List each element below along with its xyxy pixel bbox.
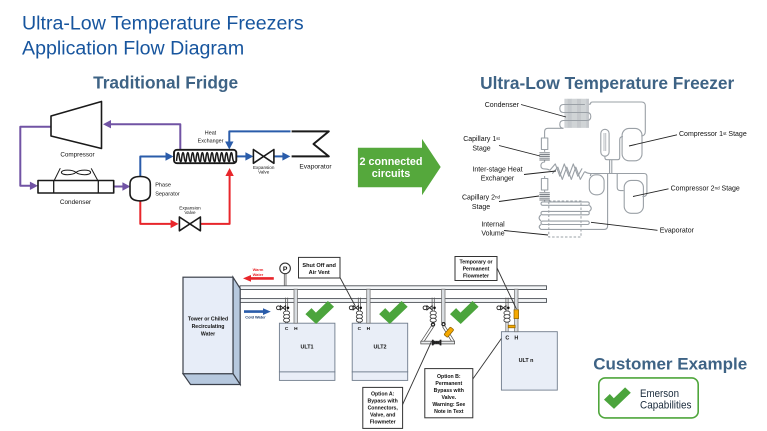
svg-text:Tower or Chilled: Tower or Chilled <box>188 317 228 323</box>
svg-text:H: H <box>514 336 518 342</box>
svg-text:ULT1: ULT1 <box>300 344 313 350</box>
svg-text:Option A:: Option A: <box>371 391 395 397</box>
svg-text:Warning: See: Warning: See <box>432 402 465 408</box>
svg-text:ULT n: ULT n <box>519 358 534 364</box>
svg-text:circuits: circuits <box>372 168 410 180</box>
svg-text:C: C <box>358 326 362 332</box>
svg-text:Bypass with: Bypass with <box>434 388 464 394</box>
svg-text:Evaporator: Evaporator <box>660 227 695 234</box>
svg-text:Condenser: Condenser <box>485 102 520 109</box>
svg-text:Ultra-Low Temperature Freezers: Ultra-Low Temperature Freezers <box>22 13 304 35</box>
svg-text:Capillary 1st: Capillary 1st <box>463 135 500 143</box>
svg-text:Permanent: Permanent <box>435 381 462 387</box>
svg-text:Evaporator: Evaporator <box>299 164 332 171</box>
svg-text:Shut Off and: Shut Off and <box>302 263 336 269</box>
svg-text:C: C <box>505 336 509 342</box>
svg-text:C: C <box>285 326 289 332</box>
svg-text:Temporary or: Temporary or <box>459 259 492 265</box>
svg-text:Application Flow Diagram: Application Flow Diagram <box>22 38 244 60</box>
svg-text:ULT2: ULT2 <box>373 344 386 350</box>
svg-text:Exchanger: Exchanger <box>481 176 515 183</box>
svg-text:Warm: Warm <box>253 267 264 272</box>
svg-text:2 connected: 2 connected <box>360 156 423 168</box>
svg-text:Valve, and: Valve, and <box>370 412 395 418</box>
svg-text:Recirculating: Recirculating <box>192 324 225 330</box>
svg-text:Phase: Phase <box>155 182 171 188</box>
svg-text:Bypass with: Bypass with <box>368 398 398 404</box>
svg-text:Stage: Stage <box>472 204 490 211</box>
svg-text:Water: Water <box>253 272 264 277</box>
svg-text:Volume: Volume <box>481 231 504 238</box>
svg-text:P: P <box>283 266 288 273</box>
svg-text:Valve: Valve <box>258 169 270 174</box>
svg-text:Stage: Stage <box>472 145 490 152</box>
svg-text:Ultra-Low Temperature Freezer: Ultra-Low Temperature Freezer <box>480 73 734 93</box>
svg-text:H: H <box>367 326 371 332</box>
svg-text:Heat: Heat <box>205 131 217 137</box>
svg-text:Note in Text: Note in Text <box>434 409 464 415</box>
svg-text:Inter-stage Heat: Inter-stage Heat <box>472 166 522 173</box>
svg-text:Internal: Internal <box>481 221 505 228</box>
svg-text:Compressor 1st Stage: Compressor 1st Stage <box>679 131 747 139</box>
svg-text:Emerson: Emerson <box>640 388 679 400</box>
svg-text:Flowmeter: Flowmeter <box>463 273 489 279</box>
svg-text:Capabilities: Capabilities <box>640 400 692 412</box>
svg-text:Water: Water <box>201 332 215 338</box>
svg-text:Compressor 2nd Stage: Compressor 2nd Stage <box>671 185 740 193</box>
svg-text:Permanent: Permanent <box>463 266 490 272</box>
svg-text:Customer Example: Customer Example <box>593 355 747 374</box>
svg-text:Air Vent: Air Vent <box>309 270 330 276</box>
svg-text:Condenser: Condenser <box>60 199 92 206</box>
svg-text:Option B:: Option B: <box>437 374 461 380</box>
svg-text:Connectors,: Connectors, <box>368 405 399 411</box>
svg-text:Traditional Fridge: Traditional Fridge <box>93 72 238 92</box>
svg-text:Flowmeter: Flowmeter <box>370 419 396 425</box>
svg-text:Exchanger: Exchanger <box>198 139 224 145</box>
svg-text:Capillary 2nd: Capillary 2nd <box>462 194 501 202</box>
svg-text:Compressor: Compressor <box>60 151 94 158</box>
svg-text:Expansion: Expansion <box>179 206 201 211</box>
svg-text:H: H <box>294 326 298 332</box>
svg-text:Separator: Separator <box>155 192 180 198</box>
svg-text:Cold Water: Cold Water <box>245 314 266 319</box>
svg-text:Valve: Valve <box>184 210 196 215</box>
svg-text:Valve.: Valve. <box>441 395 456 401</box>
svg-text:Expansion: Expansion <box>253 165 275 170</box>
